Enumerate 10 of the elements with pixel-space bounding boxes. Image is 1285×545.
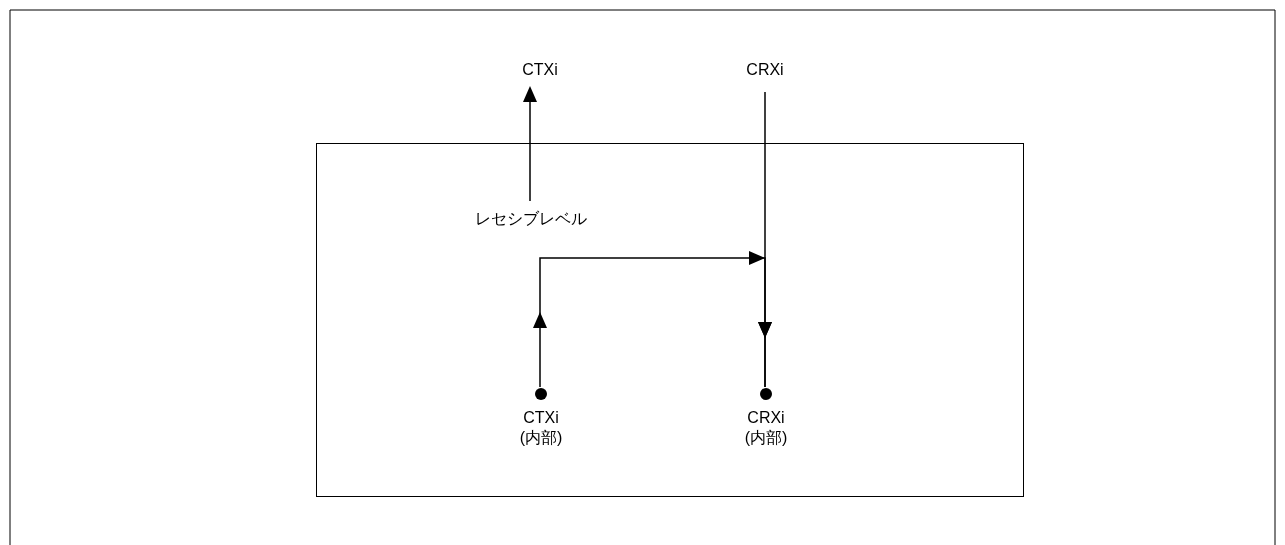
signal-label: CTXi xyxy=(510,60,570,80)
pin-label: CRXi (内部) xyxy=(743,408,789,448)
block-box xyxy=(316,143,1024,497)
signal-label: CRXi xyxy=(735,60,795,80)
terminal-dot xyxy=(535,388,547,400)
signal-arrow xyxy=(523,86,537,202)
pin-label: CTXi (内部) xyxy=(518,408,564,448)
terminal-dot xyxy=(760,388,772,400)
signal-arrow xyxy=(533,251,772,388)
level-label: レセシブレベル xyxy=(441,209,621,229)
